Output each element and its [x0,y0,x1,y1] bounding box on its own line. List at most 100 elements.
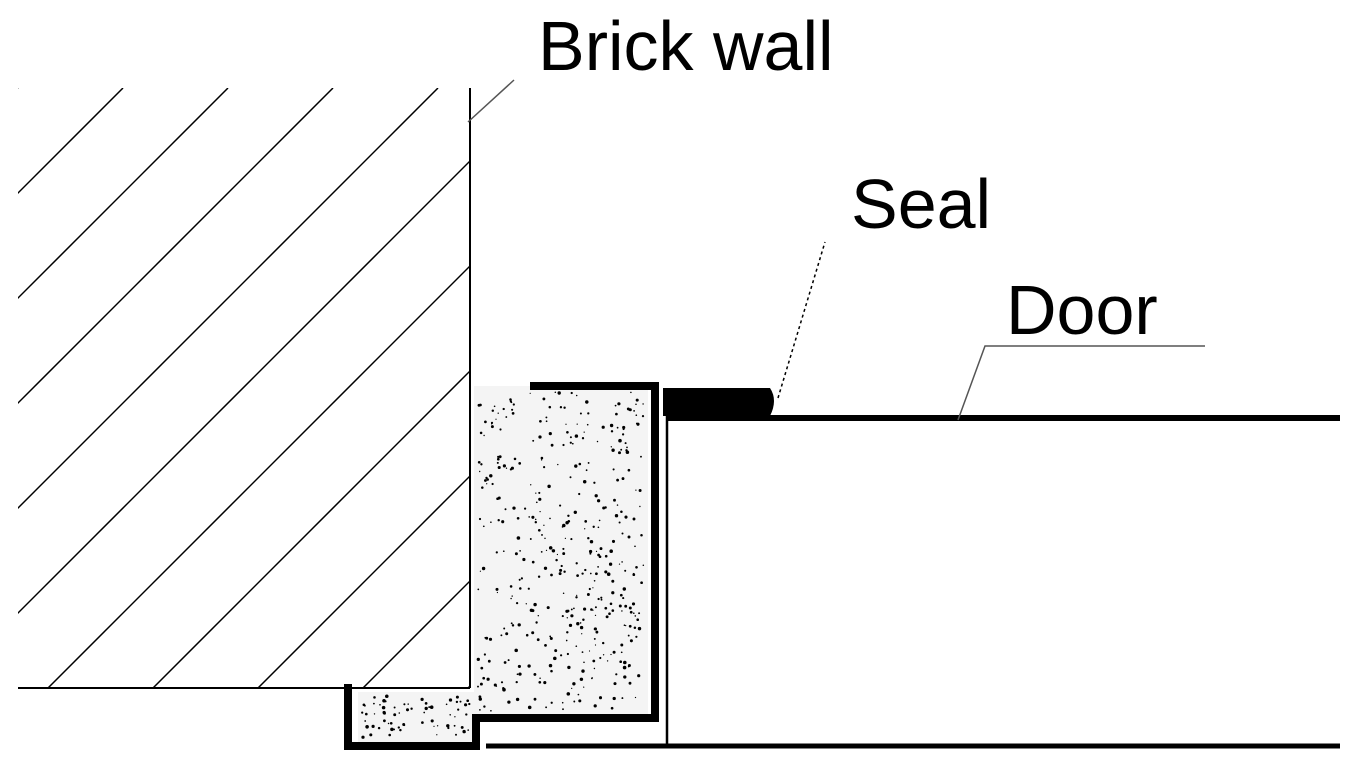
foam-speckle [635,635,638,638]
foam-speckle [478,517,482,521]
foam-speckle [504,508,507,511]
foam-speckle [604,606,608,610]
foam-speckle [483,653,487,656]
foam-speckle [490,709,492,712]
foam-speckle [615,673,618,676]
foam-speckle [602,641,605,645]
foam-speckle [621,561,623,563]
foam-speckle [569,436,572,439]
foam-speckle [495,587,499,591]
foam-speckle [455,695,459,699]
foam-speckle [610,446,612,448]
foam-speckle [550,669,553,673]
foam-speckle [574,434,579,438]
foam-speckle [635,414,638,417]
foam-speckle [585,400,589,404]
hatch-line [362,579,470,688]
foam-speckle [619,593,623,597]
foam-speckle [560,564,563,568]
foam-speckle [621,477,625,481]
foam-speckle [609,423,614,428]
foam-speckle [623,660,627,665]
foam-speckle [540,459,543,461]
foam-speckle [482,676,486,680]
foam-speckle [479,431,483,435]
foam-speckle [582,480,587,484]
foam-speckle [491,482,494,486]
foam-speckle [493,405,496,408]
foam-speckle [588,587,591,591]
foam-speckle [499,428,502,431]
foam-speckle [535,621,538,624]
foam-speckle [538,497,542,501]
foam-speckle [569,476,572,479]
foam-speckle [466,699,470,703]
foam-speckle [479,709,481,711]
foam-speckle [573,700,576,703]
foam-speckle [467,729,470,731]
foam-speckle [559,654,563,657]
foam-speckle [568,623,573,628]
foam-speckle [484,479,487,482]
foam-speckle [621,697,624,700]
foam-speckle [613,682,617,686]
foam-speckle [535,492,537,494]
foam-speckle [455,700,459,704]
foam-speckle [547,484,551,489]
foam-speckle [388,733,392,737]
foam-speckle [616,426,619,429]
foam-speckle [634,545,636,548]
foam-speckle [509,585,513,588]
foam-speckle [597,553,600,557]
door-label: Door [1006,271,1158,349]
foam-speckle [480,666,484,670]
foam-speckle [527,664,531,668]
foam-speckle [584,568,587,572]
foam-speckle [559,504,562,507]
foam-speckle [507,659,510,662]
foam-speckle [424,706,428,711]
foam-speckle [505,467,508,469]
foam-speckle [480,463,483,466]
foam-speckle [476,657,480,662]
foam-speckle [571,442,574,445]
foam-speckle [609,602,613,606]
foam-speckle [533,697,537,701]
foam-speckle [627,535,631,539]
foam-speckle [484,636,487,639]
foam-speckle [488,637,493,641]
foam-speckle [570,538,573,541]
foam-speckle [505,632,509,636]
foam-speckle [477,460,481,464]
foam-speckle [497,519,500,522]
foam-speckle [621,532,624,535]
foam-speckle [600,596,603,599]
foam-speckle [581,572,584,575]
foam-speckle [624,442,627,445]
foam-speckle [486,677,490,681]
foam-speckle [483,434,485,437]
foam-speckle [555,558,558,562]
foam-speckle [566,431,569,434]
foam-speckle [599,547,603,551]
foam-speckle [571,687,573,690]
foam-speckle [635,403,637,406]
foam-speckle [640,534,643,537]
foam-speckle [478,697,482,701]
foam-speckle [554,649,558,653]
foam-speckle [453,724,456,727]
foam-speckle [609,549,613,553]
foam-speckle [618,604,622,608]
foam-speckle [433,725,435,728]
foam-speckle [393,728,396,731]
foam-speckle [381,705,386,710]
foam-speckle [618,521,621,524]
foam-speckle [542,397,546,401]
hatch-line [47,264,470,688]
foam-speckle [539,677,541,679]
foam-speckle [549,517,551,520]
foam-speckle [495,551,498,554]
foam-speckle [421,721,424,724]
foam-speckle [531,560,535,564]
